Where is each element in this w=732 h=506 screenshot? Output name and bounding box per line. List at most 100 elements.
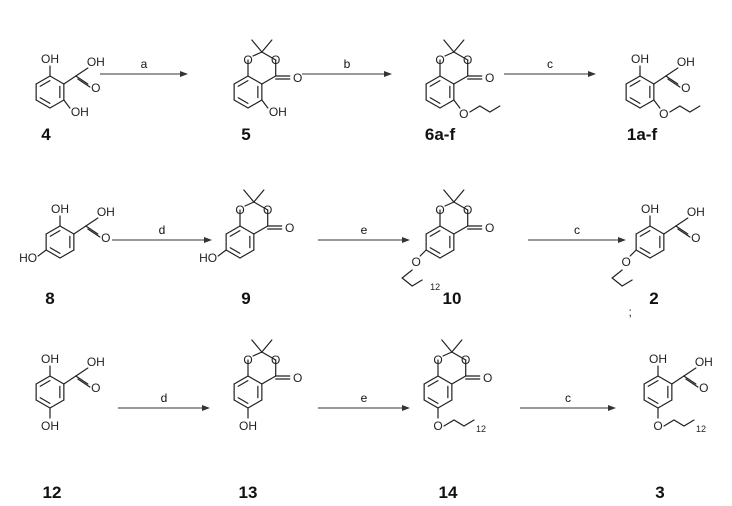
ring-bond: [643, 375, 659, 385]
carboxyl-oxygen-label: O: [101, 231, 110, 245]
reagent-label: e: [361, 223, 368, 237]
aromatic-double-bond: [427, 380, 439, 387]
arrow-head: [588, 71, 596, 77]
carboxyl-bond: [683, 375, 697, 385]
carboxyl-oh-label: OH: [97, 205, 115, 219]
ring-bond: [253, 225, 269, 235]
ring-bond: [233, 99, 249, 109]
aromatic-double-bond: [427, 397, 439, 404]
ring-bond: [233, 375, 249, 385]
carboxyl-oxygen-label: O: [91, 81, 100, 95]
carboxyl-bond: [675, 225, 689, 235]
ring-bond: [261, 75, 277, 85]
ring-bond: [649, 225, 665, 235]
carboxyl-bond: [85, 225, 99, 235]
methyl-bond: [453, 39, 465, 53]
ring-oxygen-label: O: [463, 203, 472, 217]
carboxyl-oh-label: OH: [687, 205, 705, 219]
hydroxyl-label: OH: [649, 352, 667, 366]
arrow-head: [402, 237, 410, 243]
carboxyl-bond: [63, 375, 77, 385]
ring-oxygen-label: O: [435, 203, 444, 217]
arrow-head: [204, 237, 212, 243]
carboxyl-bond: [75, 75, 89, 85]
ring-oxygen-label: O: [243, 53, 252, 67]
ring-bond: [425, 225, 441, 235]
ring-bond: [453, 75, 469, 85]
ring-bond: [639, 99, 655, 109]
alkyl-chain: [663, 419, 695, 427]
compound-number: 9: [241, 289, 250, 308]
ether-oxygen-label: O: [459, 107, 468, 121]
ring-bond: [423, 375, 439, 385]
hydroxyl-label: OH: [631, 52, 649, 66]
ring-bond: [635, 249, 651, 259]
ring-bond: [239, 249, 255, 259]
ring-bond: [35, 75, 51, 85]
carboxyl-bond: [663, 225, 677, 235]
aromatic-double-bond: [49, 247, 61, 254]
ether-bond: [419, 249, 427, 257]
hydroxyl-label: OH: [239, 419, 257, 433]
methyl-bond: [441, 339, 453, 353]
hydroxyl-label: HO: [199, 251, 217, 265]
ether-bond: [629, 249, 637, 257]
reagent-label: d: [159, 223, 166, 237]
ring-bond: [252, 51, 263, 57]
methyl-bond: [451, 339, 463, 353]
hydroxyl-bond: [217, 249, 227, 257]
ring-bond: [439, 249, 455, 259]
ring-oxygen-label: O: [235, 203, 244, 217]
ring-bond: [225, 249, 241, 259]
ring-bond: [49, 399, 65, 409]
ring-bond: [625, 99, 641, 109]
methyl-bond: [251, 39, 263, 53]
bond-layer: [35, 39, 701, 427]
aromatic-double-bond: [647, 380, 659, 387]
ring-bond: [649, 249, 665, 259]
ether-bond: [653, 99, 661, 109]
reaction-arrow: d: [118, 391, 210, 411]
carbonyl-oxygen-label: O: [293, 371, 302, 385]
carboxyl-oxygen-label: O: [699, 381, 708, 395]
hydroxyl-label: OH: [41, 352, 59, 366]
hydroxyl-bond: [37, 249, 47, 257]
ether-oxygen-label: O: [653, 419, 662, 433]
hydroxyl-bond: [63, 99, 71, 109]
ring-bond: [657, 399, 673, 409]
carboxyl-bond: [683, 367, 697, 377]
compound-number: 12: [43, 483, 62, 502]
aromatic-double-bond: [237, 380, 249, 387]
reaction-arrow: e: [318, 391, 410, 411]
carboxyl-oxygen-label: O: [681, 81, 690, 95]
aromatic-double-bond: [629, 80, 641, 87]
arrow-head: [618, 237, 626, 243]
methyl-bond: [253, 189, 265, 203]
aromatic-double-bond: [429, 230, 441, 237]
ring-bond: [437, 375, 453, 385]
ether-bond: [453, 99, 461, 109]
ring-bond: [247, 399, 263, 409]
methyl-bond: [251, 339, 263, 353]
reagent-label: c: [574, 223, 580, 237]
reaction-arrow: c: [520, 391, 616, 411]
compound-number: 5: [241, 125, 250, 144]
ring-bond: [444, 51, 455, 57]
ring-bond: [439, 75, 455, 85]
methyl-bond: [443, 189, 455, 203]
ring-bond: [425, 99, 441, 109]
ring-bond: [247, 99, 263, 109]
aromatic-double-bond: [647, 397, 659, 404]
ring-bond: [451, 375, 467, 385]
aromatic-double-bond: [237, 80, 249, 87]
carboxyl-oh-label: OH: [695, 355, 713, 369]
chain-length-label: 12: [696, 424, 706, 434]
hydroxyl-label: OH: [641, 202, 659, 216]
ring-bond: [247, 75, 263, 85]
reagent-label: b: [344, 57, 351, 71]
ether-oxygen-label: O: [433, 419, 442, 433]
ring-bond: [453, 51, 469, 61]
